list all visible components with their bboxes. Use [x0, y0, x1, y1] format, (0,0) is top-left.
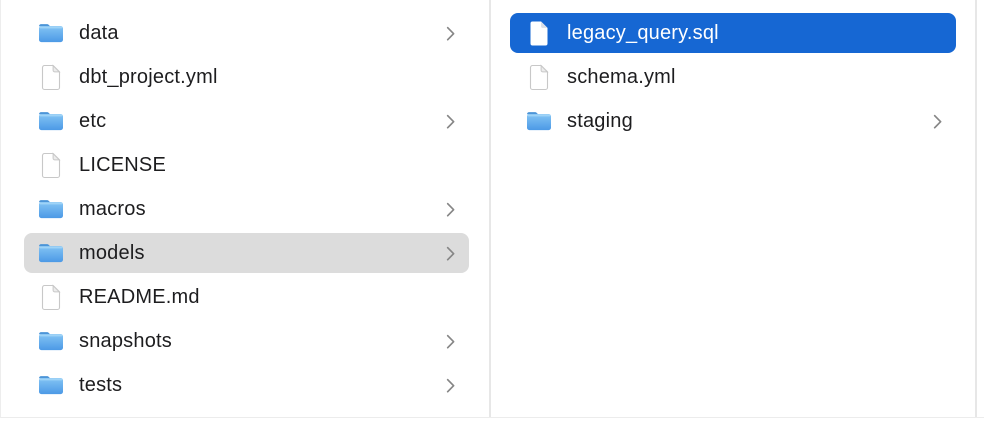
- row-schema-yml[interactable]: schema.yml: [510, 57, 956, 97]
- chevron-right-icon: [445, 201, 455, 217]
- folder-icon: [37, 19, 65, 47]
- row-macros[interactable]: macros: [24, 189, 469, 229]
- folder-icon: [37, 239, 65, 267]
- document-icon: [525, 19, 553, 47]
- chevron-right-icon: [932, 113, 942, 129]
- file-name-label: schema.yml: [567, 65, 676, 88]
- file-name-label: README.md: [79, 285, 200, 308]
- folder-icon: [525, 107, 553, 135]
- file-name-label: tests: [79, 373, 123, 396]
- folder-icon: [37, 195, 65, 223]
- chevron-right-icon: [445, 333, 455, 349]
- chevron-right-icon: [445, 113, 455, 129]
- document-icon: [37, 151, 65, 179]
- document-icon: [37, 283, 65, 311]
- chevron-right-icon: [445, 377, 455, 393]
- file-name-label: snapshots: [79, 329, 172, 352]
- file-name-label: macros: [79, 197, 146, 220]
- row-tests[interactable]: tests: [24, 365, 469, 405]
- file-name-label: dbt_project.yml: [79, 65, 218, 88]
- file-name-label: data: [79, 21, 119, 44]
- column-right: legacy_query.sql schema.yml staging: [491, 0, 977, 417]
- row-license[interactable]: LICENSE: [24, 145, 469, 185]
- document-icon: [525, 63, 553, 91]
- row-data[interactable]: data: [24, 13, 469, 53]
- document-icon: [37, 63, 65, 91]
- row-dbt-project-yml[interactable]: dbt_project.yml: [24, 57, 469, 97]
- folder-icon: [37, 107, 65, 135]
- file-name-label: legacy_query.sql: [567, 21, 719, 44]
- row-etc[interactable]: etc: [24, 101, 469, 141]
- file-name-label: models: [79, 241, 145, 264]
- folder-icon: [37, 327, 65, 355]
- row-models-selected[interactable]: models: [24, 233, 469, 273]
- row-staging[interactable]: staging: [510, 101, 956, 141]
- file-name-label: LICENSE: [79, 153, 166, 176]
- row-legacy-query-sql-selected[interactable]: legacy_query.sql: [510, 13, 956, 53]
- folder-icon: [37, 371, 65, 399]
- row-snapshots[interactable]: snapshots: [24, 321, 469, 361]
- row-readme-md[interactable]: README.md: [24, 277, 469, 317]
- chevron-right-icon: [445, 25, 455, 41]
- file-name-label: etc: [79, 109, 107, 132]
- column-left: data dbt_project.yml etc LICENSE macros …: [1, 0, 491, 417]
- chevron-right-icon: [445, 245, 455, 261]
- file-name-label: staging: [567, 109, 633, 132]
